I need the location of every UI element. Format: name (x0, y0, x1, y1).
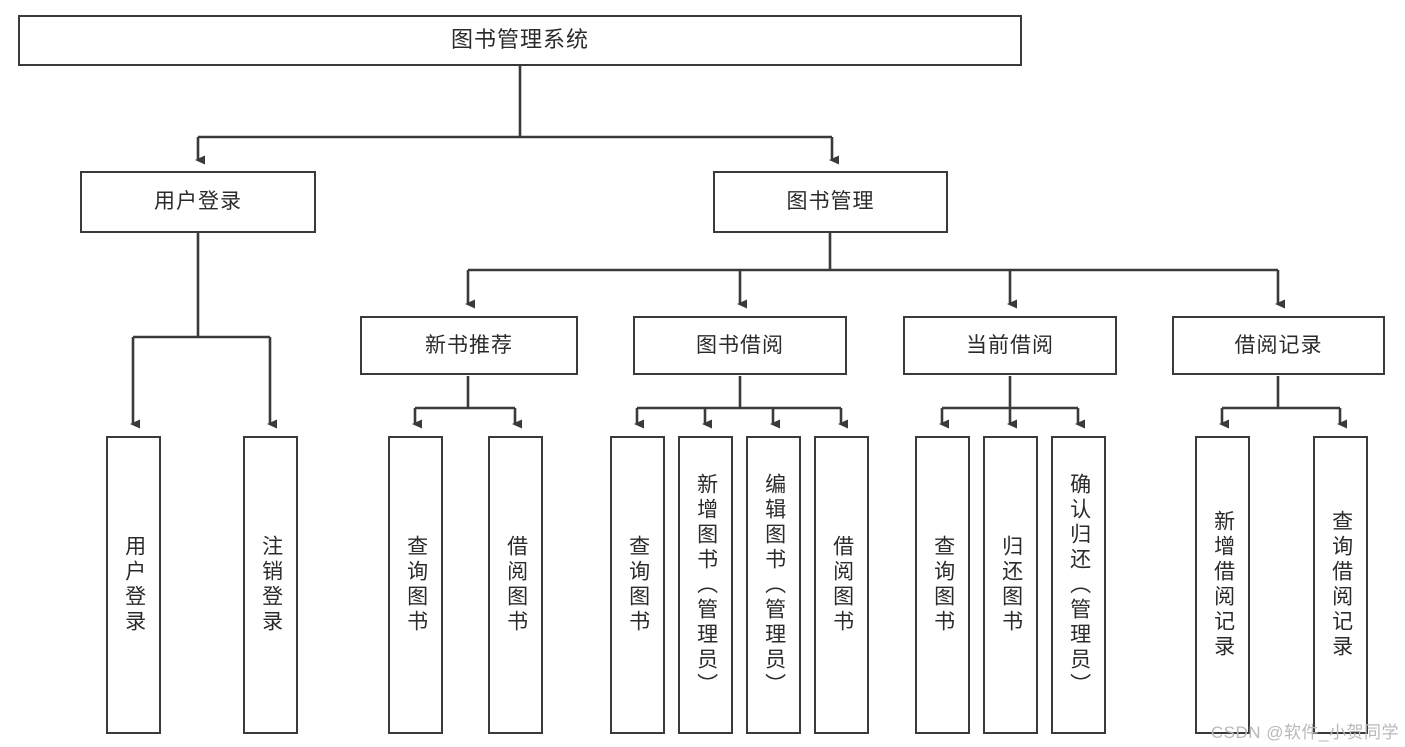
node-label: 注销登录 (259, 535, 283, 635)
node-label: 归还图书 (999, 535, 1023, 635)
node-label: 借阅图书 (504, 535, 528, 635)
node-leaf-logout-login[interactable]: 注销登录 (243, 436, 298, 734)
node-label: 编辑图书（管理员） (762, 472, 786, 698)
node-book-management[interactable]: 图书管理 (713, 171, 948, 233)
watermark-text: CSDN @软件_小贺同学 (1210, 723, 1399, 742)
node-label: 新增借阅记录 (1211, 510, 1235, 660)
node-leaf-return-book[interactable]: 归还图书 (983, 436, 1038, 734)
node-current-borrow[interactable]: 当前借阅 (903, 316, 1117, 375)
node-leaf-borrow-book-2[interactable]: 借阅图书 (814, 436, 869, 734)
node-leaf-confirm-return[interactable]: 确认归还（管理员） (1051, 436, 1106, 734)
node-leaf-query-book-3[interactable]: 查询图书 (915, 436, 970, 734)
node-label: 当前借阅 (966, 333, 1054, 357)
node-book-borrow[interactable]: 图书借阅 (633, 316, 847, 375)
node-new-book-recommend[interactable]: 新书推荐 (360, 316, 578, 375)
node-root-system[interactable]: 图书管理系统 (18, 15, 1022, 66)
node-label: 查询图书 (626, 535, 650, 635)
node-leaf-query-record[interactable]: 查询借阅记录 (1313, 436, 1368, 734)
node-leaf-user-login[interactable]: 用户登录 (106, 436, 161, 734)
node-label: 查询借阅记录 (1329, 510, 1353, 660)
node-label: 用户登录 (154, 190, 242, 214)
node-label: 借阅记录 (1234, 333, 1323, 357)
node-leaf-query-book-2[interactable]: 查询图书 (610, 436, 665, 734)
node-leaf-add-record[interactable]: 新增借阅记录 (1195, 436, 1250, 734)
node-leaf-add-book[interactable]: 新增图书（管理员） (678, 436, 733, 734)
node-label: 图书借阅 (696, 333, 784, 357)
node-label: 图书管理 (786, 190, 875, 214)
node-label: 查询图书 (931, 535, 955, 635)
node-user-login[interactable]: 用户登录 (80, 171, 316, 233)
node-leaf-borrow-book-1[interactable]: 借阅图书 (488, 436, 543, 734)
node-label: 用户登录 (122, 535, 146, 635)
node-label: 新书推荐 (425, 333, 513, 357)
node-label: 新增图书（管理员） (694, 472, 718, 698)
node-leaf-query-book-1[interactable]: 查询图书 (388, 436, 443, 734)
node-label: 借阅图书 (830, 535, 854, 635)
node-label: 查询图书 (404, 535, 428, 635)
node-borrow-record[interactable]: 借阅记录 (1172, 316, 1385, 375)
node-label: 确认归还（管理员） (1067, 472, 1091, 698)
node-leaf-edit-book[interactable]: 编辑图书（管理员） (746, 436, 801, 734)
node-label: 图书管理系统 (450, 27, 589, 53)
